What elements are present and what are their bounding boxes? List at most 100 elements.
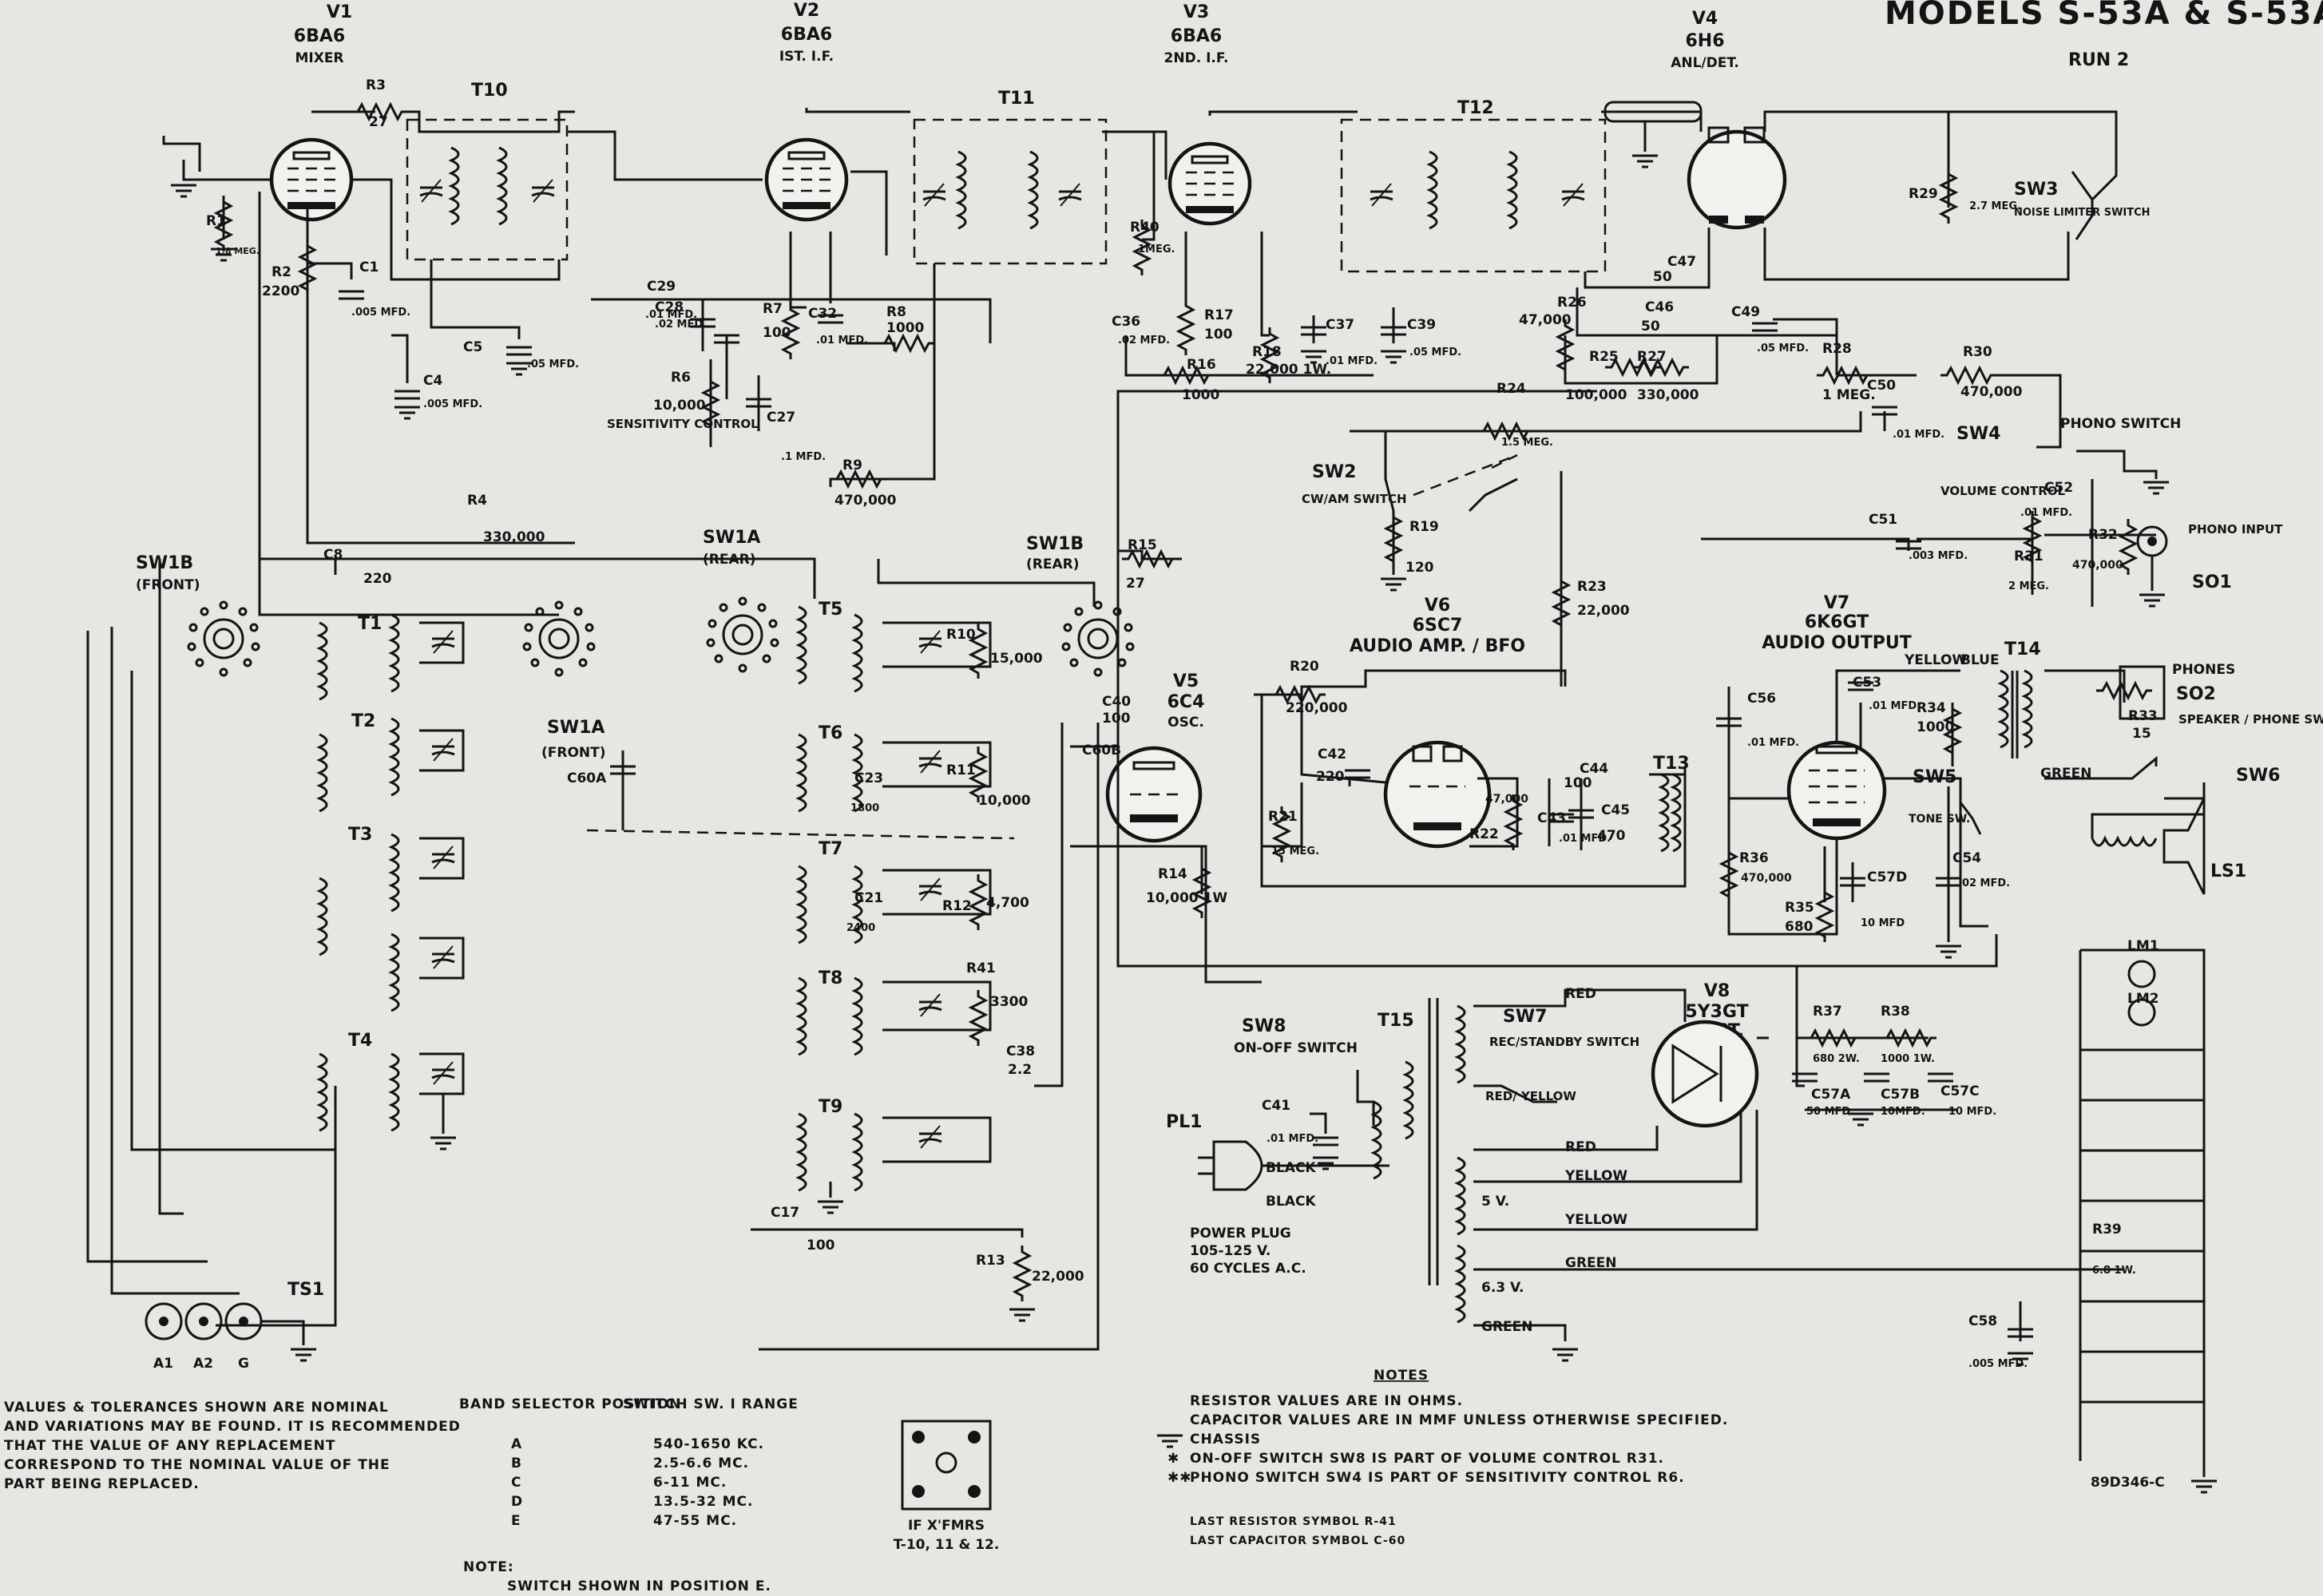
voltage-6v3: 6.3 V.: [1481, 1280, 1524, 1296]
xfmr-label: T3: [348, 825, 372, 845]
switch-sw1a-rear: [706, 596, 779, 673]
res-val: 1000 1W.: [1881, 1053, 1935, 1065]
res-val: 1 MEG.: [1822, 387, 1876, 403]
so1-label: SO1: [2192, 572, 2232, 592]
res-val: 10,000 1W: [1146, 890, 1227, 906]
cap-val: 220: [1316, 769, 1345, 785]
cap-val: .01 MFD.: [1893, 429, 1944, 441]
power-plug-line: POWER PLUG: [1190, 1226, 1291, 1242]
switch-labels: SW1B (FRONT) SW1A (REAR) SW1B (REAR) SW1…: [136, 180, 2323, 1056]
cap-ref: C29: [647, 279, 676, 295]
svg-text:13.5-32 MC.: 13.5-32 MC.: [653, 1494, 753, 1510]
cap-ref: C40: [1102, 694, 1131, 710]
switch-label: CW/AM SWITCH: [1302, 492, 1407, 506]
res-ref: R20: [1290, 659, 1319, 675]
cap-val: 100: [1564, 775, 1592, 791]
res-val: 47,000: [1485, 793, 1528, 806]
cap-val: .05 MFD.: [1757, 343, 1809, 354]
cap-val: .02 MFD.: [1958, 877, 2010, 889]
res-ref: R30: [1963, 344, 1992, 360]
xfmr-label: T10: [471, 81, 508, 101]
tube-v6-func: AUDIO AMP. / BFO: [1350, 636, 1525, 656]
wire-green: GREEN: [1481, 1319, 1533, 1335]
switch-label: TONE SW.: [1909, 813, 1970, 826]
tube-v3: [1170, 144, 1250, 224]
switch-ref: SW2: [1312, 462, 1356, 482]
svg-text:PART BEING REPLACED.: PART BEING REPLACED.: [4, 1476, 200, 1492]
res-val: 120: [1405, 560, 1434, 576]
band-header: BAND SELECTOR POSITION: [459, 1396, 681, 1412]
cap-val: .05 MFD.: [1409, 347, 1461, 358]
xfmr-label: T4: [348, 1031, 372, 1051]
res-ref: R33: [2128, 708, 2158, 724]
res-ref: R6: [671, 370, 691, 386]
res-ref: R15: [1128, 537, 1157, 553]
cap-val: .003 MFD.: [1909, 550, 1968, 562]
svg-text:AND VARIATIONS MAY BE FOUND. I: AND VARIATIONS MAY BE FOUND. IT IS RECOM…: [4, 1419, 461, 1435]
tube-v8: [1651, 1020, 1759, 1128]
tube-v5-func: OSC.: [1167, 715, 1204, 731]
res-val: 470,000: [2072, 559, 2123, 572]
volume-control-label: VOLUME CONTROL: [1940, 484, 2066, 498]
res-ref: R13: [976, 1253, 1005, 1269]
xfmr-label: T14: [2004, 640, 2041, 659]
xfmr-label: T6: [819, 723, 842, 743]
cap-ref: C43: [1537, 810, 1566, 826]
res-ref: R22: [1469, 826, 1499, 842]
svg-text:ON-OFF SWITCH SW8 IS PART OF V: ON-OFF SWITCH SW8 IS PART OF VOLUME CONT…: [1190, 1451, 1664, 1467]
pl1-label: PL1: [1166, 1112, 1202, 1132]
res-ref: R3: [366, 77, 386, 93]
notes-block: NOTES RESISTOR VALUES ARE IN OHMS. CAPAC…: [1156, 1368, 1727, 1547]
wiring: [86, 101, 2218, 1511]
cap-val: .02 MFD.: [1118, 335, 1170, 347]
tube-labels: V1 6BA6 MIXER V2 6BA6 IST. I.F. V3 6BA6 …: [294, 1, 1912, 1041]
res-val: 1000: [1917, 719, 1954, 735]
cap-ref: C1: [359, 259, 379, 275]
wire-red-yellow: RED/ YELLOW: [1485, 1089, 1576, 1103]
run-label: RUN 2: [2068, 50, 2129, 70]
cap-ref: C4: [423, 373, 442, 389]
switch-ref: SW8: [1242, 1016, 1286, 1036]
res-val: 1000: [886, 320, 924, 336]
switch-ref: SW1A: [547, 718, 605, 738]
svg-text:C: C: [511, 1475, 521, 1491]
switch-label: (REAR): [1026, 556, 1080, 572]
tube-v8-type: 5Y3GT: [1685, 1002, 1748, 1022]
cap-ref: C60B: [1082, 743, 1121, 758]
tube-v1-func: MIXER: [295, 50, 343, 66]
cap-val: 10MFD.: [1881, 1106, 1925, 1118]
tube-v5: [1105, 746, 1203, 843]
res-val: 1MEG.: [1138, 244, 1175, 255]
cap-val: .005 MFD.: [351, 307, 410, 319]
res-ref: R2: [272, 264, 291, 280]
switch-label: ON-OFF SWITCH: [1234, 1040, 1358, 1056]
cap-ref: C45: [1601, 802, 1630, 818]
cap-ref: C28: [655, 299, 684, 315]
if-xfmrs-label: T-10, 11 & 12.: [894, 1537, 1000, 1553]
cap-ref: C60A: [567, 770, 607, 786]
wire-black: BLACK: [1266, 1194, 1316, 1210]
switch-ref: SW6: [2236, 766, 2280, 786]
switch-label: NOISE LIMITER SWITCH: [2014, 207, 2151, 219]
cap-ref: C46: [1645, 299, 1674, 315]
xfmr-label: T8: [819, 968, 842, 988]
cap-val: 2.2: [1008, 1062, 1032, 1078]
cap-val: 470: [1597, 828, 1626, 844]
wire-blue: BLUE: [1960, 652, 2000, 668]
res-ref: R32: [2088, 527, 2118, 543]
switch-ref: SW1B: [136, 553, 193, 573]
transformer-labels: T10 T11 T12 T13 T14 T15 T1 T2 T3 T4 T5 T…: [348, 81, 2041, 1117]
power-plug-line: 105-125 V.: [1190, 1243, 1271, 1259]
cap-ref: C58: [1968, 1313, 1997, 1329]
cap-val: .05 MFD.: [527, 358, 579, 370]
wire-red: RED: [1565, 1139, 1596, 1155]
xfmr-label: T13: [1653, 754, 1690, 774]
wire-yellow: YELLOW: [1904, 652, 1967, 668]
tube-v6-type: 6SC7: [1413, 616, 1463, 636]
cap-ref: C51: [1869, 512, 1897, 528]
cap-val: 50 MFD.: [1806, 1106, 1854, 1118]
cap-val: .01 MFD.: [1747, 737, 1799, 749]
res-val: 100: [1204, 327, 1233, 343]
